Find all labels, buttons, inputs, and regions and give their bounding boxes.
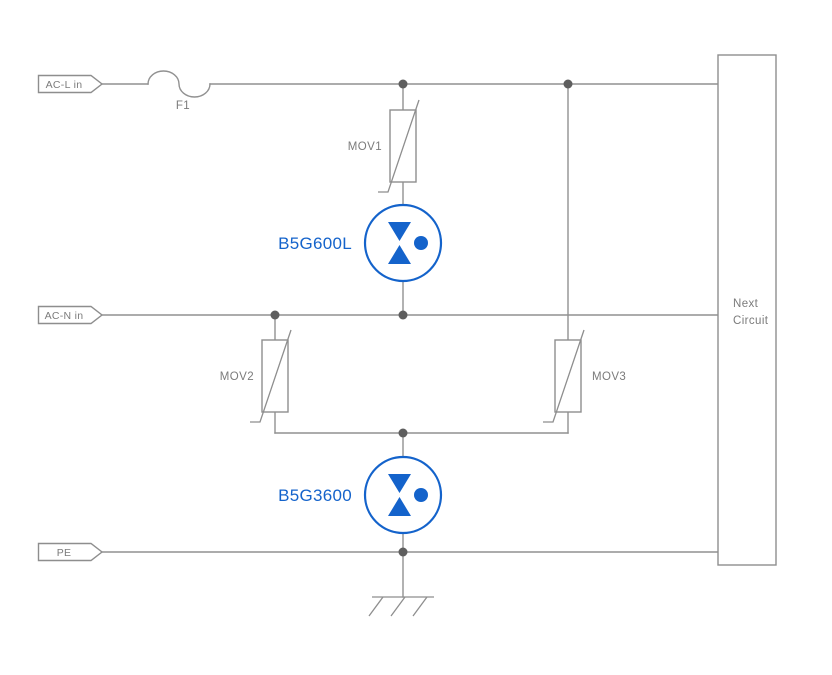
gdt-bottom-part-number: B5G3600	[278, 486, 352, 505]
next-circuit-label-line2: Circuit	[733, 315, 769, 327]
junction-dot	[398, 79, 408, 89]
junction-dot	[270, 310, 280, 320]
ground-hatch	[412, 596, 428, 617]
gdt-triangle-up-icon	[388, 497, 411, 516]
gdt-ring	[363, 203, 443, 283]
junction-dot	[563, 79, 573, 89]
gdt-b5g600l: B5G600L	[278, 203, 443, 283]
ground-hatch	[368, 596, 384, 617]
terminal-ac-l: AC-L in	[37, 74, 104, 94]
terminal-ac-n-label: AC-N in	[45, 310, 84, 322]
next-circuit-label-line1: Next	[733, 298, 759, 310]
next-circuit-box	[717, 54, 777, 566]
junction-dot	[398, 547, 408, 557]
terminal-pe-label: PE	[57, 547, 72, 559]
fuse-f1: F1	[147, 70, 211, 112]
mov3-label: MOV3	[592, 371, 626, 383]
gdt-triangle-up-icon	[388, 245, 411, 264]
terminal-ac-n: AC-N in	[37, 305, 104, 325]
varistor-diagonal	[543, 329, 585, 423]
gdt-top-part-number: B5G600L	[278, 234, 352, 253]
junction-dot	[398, 310, 408, 320]
gdt-ring	[363, 455, 443, 535]
varistor-mov2: MOV2	[220, 329, 292, 423]
earth-ground-icon	[368, 596, 434, 617]
ground-hatch	[390, 596, 406, 617]
terminal-pe: PE	[37, 542, 104, 562]
fuse-label: F1	[176, 100, 190, 112]
gdt-dot-icon	[414, 236, 428, 250]
terminal-ac-l-label: AC-L in	[46, 79, 83, 91]
varistor-mov3: MOV3	[543, 329, 626, 423]
mov1-label: MOV1	[348, 141, 382, 153]
terminal-tag-shape	[37, 74, 104, 94]
junction-dot	[398, 428, 408, 438]
gdt-b5g3600: B5G3600	[278, 455, 443, 535]
junction-dots	[270, 79, 573, 557]
terminal-tag-shape	[37, 305, 104, 325]
mov2-label: MOV2	[220, 371, 254, 383]
fuse-symbol	[147, 70, 211, 98]
varistor-mov1: MOV1	[348, 99, 420, 193]
terminal-tag-shape	[37, 542, 104, 562]
varistor-diagonal	[378, 99, 420, 193]
gdt-triangle-down-icon	[388, 222, 411, 241]
gdt-dot-icon	[414, 488, 428, 502]
gdt-triangle-down-icon	[388, 474, 411, 493]
next-circuit-block: Next Circuit	[717, 54, 777, 566]
varistor-diagonal	[250, 329, 292, 423]
